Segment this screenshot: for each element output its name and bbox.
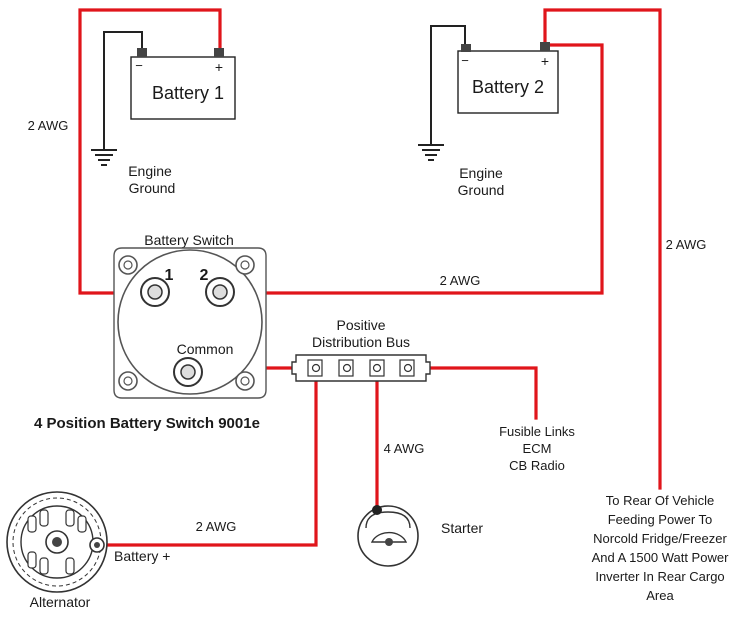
alternator: Battery + Alternator [6,491,170,610]
ground-2-label-line1: Engine [459,165,503,181]
rear-note-line: To Rear Of Vehicle [606,493,714,508]
rear-note-line: And A 1500 Watt Power [592,550,729,565]
switch-post-1-label: 1 [165,267,174,284]
rear-note-line: Feeding Power To [608,512,713,527]
battery-2-negative: − [461,53,469,68]
rear-note: To Rear Of Vehicle Feeding Power To Norc… [592,493,729,603]
wire-label-switch-batt2: 2 AWG [440,273,481,288]
wire-bus-to-fusible [406,366,538,420]
wire-label-alternator: 2 AWG [196,519,237,534]
bus-label-line1: Positive [336,317,385,333]
battery-switch-caption: 4 Position Battery Switch 9001e [34,415,260,432]
engine-ground-1: Engine Ground [91,31,176,196]
ground-1-label-line2: Ground [129,180,176,196]
wire-bus-to-alternator [98,366,318,547]
alternator-label: Alternator [30,594,91,610]
battery-1-negative: − [135,58,143,73]
starter: Starter [357,505,483,567]
battery-1-positive: + [215,59,223,75]
ground-1-label-line1: Engine [128,163,172,179]
wire-label-right: 2 AWG [666,237,707,252]
fusible-label-line1: Fusible Links [499,424,575,439]
positive-distribution-bus: Positive Distribution Bus [291,317,431,382]
switch-post-2-label: 2 [200,267,209,284]
positive-wires [78,8,662,547]
fusible-label-line2: ECM [523,441,552,456]
wire-battery2-to-rear [543,8,662,490]
wire-label-left: 2 AWG [28,118,69,133]
wire-battery1-to-switch [78,8,222,295]
starter-terminal [372,505,382,515]
battery-2-label: Battery 2 [472,77,544,97]
rear-note-line: Inverter In Rear Cargo [595,569,724,584]
rear-note-line: Area [646,588,674,603]
switch-common-label: Common [177,341,234,357]
battery-1-label: Battery 1 [152,83,224,103]
wire-switch-to-battery2 [218,43,604,295]
battery-1: − + Battery 1 [130,48,236,120]
battery-2: − + Battery 2 [457,42,559,114]
rear-note-line: Norcold Fridge/Freezer [593,531,727,546]
wire-label-starter: 4 AWG [384,441,425,456]
battery-2-positive: + [541,53,549,69]
battery-switch-title: Battery Switch [144,232,233,248]
engine-ground-2: Engine Ground [418,25,505,198]
alternator-terminal-label: Battery + [114,548,170,564]
starter-label: Starter [441,520,483,536]
fusible-label-line3: CB Radio [509,458,565,473]
ground-2-label-line2: Ground [458,182,505,198]
battery-switch: Battery Switch 1 2 Common [113,232,267,399]
bus-label-line2: Distribution Bus [312,334,410,350]
